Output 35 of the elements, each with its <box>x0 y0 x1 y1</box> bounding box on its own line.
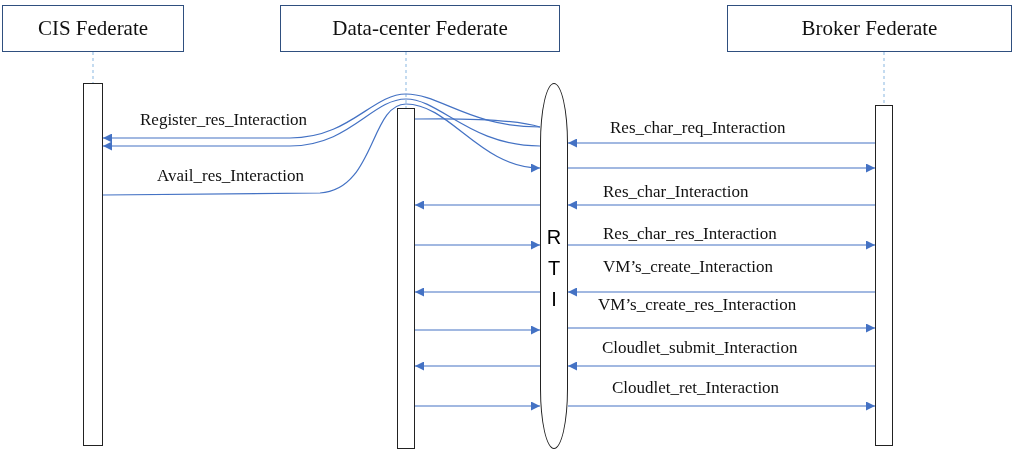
message-arrow <box>414 287 541 297</box>
message-label: Cloudlet_ret_Interaction <box>612 378 780 398</box>
message-label: Register_res_Interaction <box>140 110 308 130</box>
message-arrow <box>414 325 541 335</box>
message-arrow <box>567 361 876 371</box>
message-arrow <box>567 138 876 148</box>
rti-lifeline-bar: R T I <box>540 83 568 449</box>
message-label: Res_char_res_Interaction <box>603 224 777 244</box>
message-arrow <box>567 163 876 173</box>
message-label: VM’s_create_res_Interaction <box>598 295 797 315</box>
participant-box: Broker Federate <box>727 5 1012 52</box>
activation-bar <box>875 105 893 446</box>
message-arrow <box>567 401 876 411</box>
message-label: Res_char_Interaction <box>603 182 749 202</box>
message-arrow <box>102 93 541 143</box>
message-arrow <box>102 98 541 151</box>
message-arrow <box>414 401 541 411</box>
lifeline <box>883 51 885 106</box>
message-arrow <box>567 200 876 210</box>
message-arrow <box>567 287 876 297</box>
message-arrow <box>567 323 876 333</box>
message-label: Res_char_req_Interaction <box>610 118 786 138</box>
message-label: VM’s_create_Interaction <box>603 257 773 277</box>
activation-bar <box>397 108 415 449</box>
message-arrow <box>414 240 541 250</box>
message-arrow <box>414 361 541 371</box>
participant-box: Data-center Federate <box>280 5 560 52</box>
message-arrow <box>102 103 541 196</box>
lifeline <box>405 51 407 109</box>
message-label: Cloudlet_submit_Interaction <box>602 338 798 358</box>
message-arrow <box>567 240 876 250</box>
message-label: Avail_res_Interaction <box>157 166 304 186</box>
message-arrow <box>414 200 541 210</box>
activation-bar <box>83 83 103 446</box>
participant-box: CIS Federate <box>2 5 184 52</box>
